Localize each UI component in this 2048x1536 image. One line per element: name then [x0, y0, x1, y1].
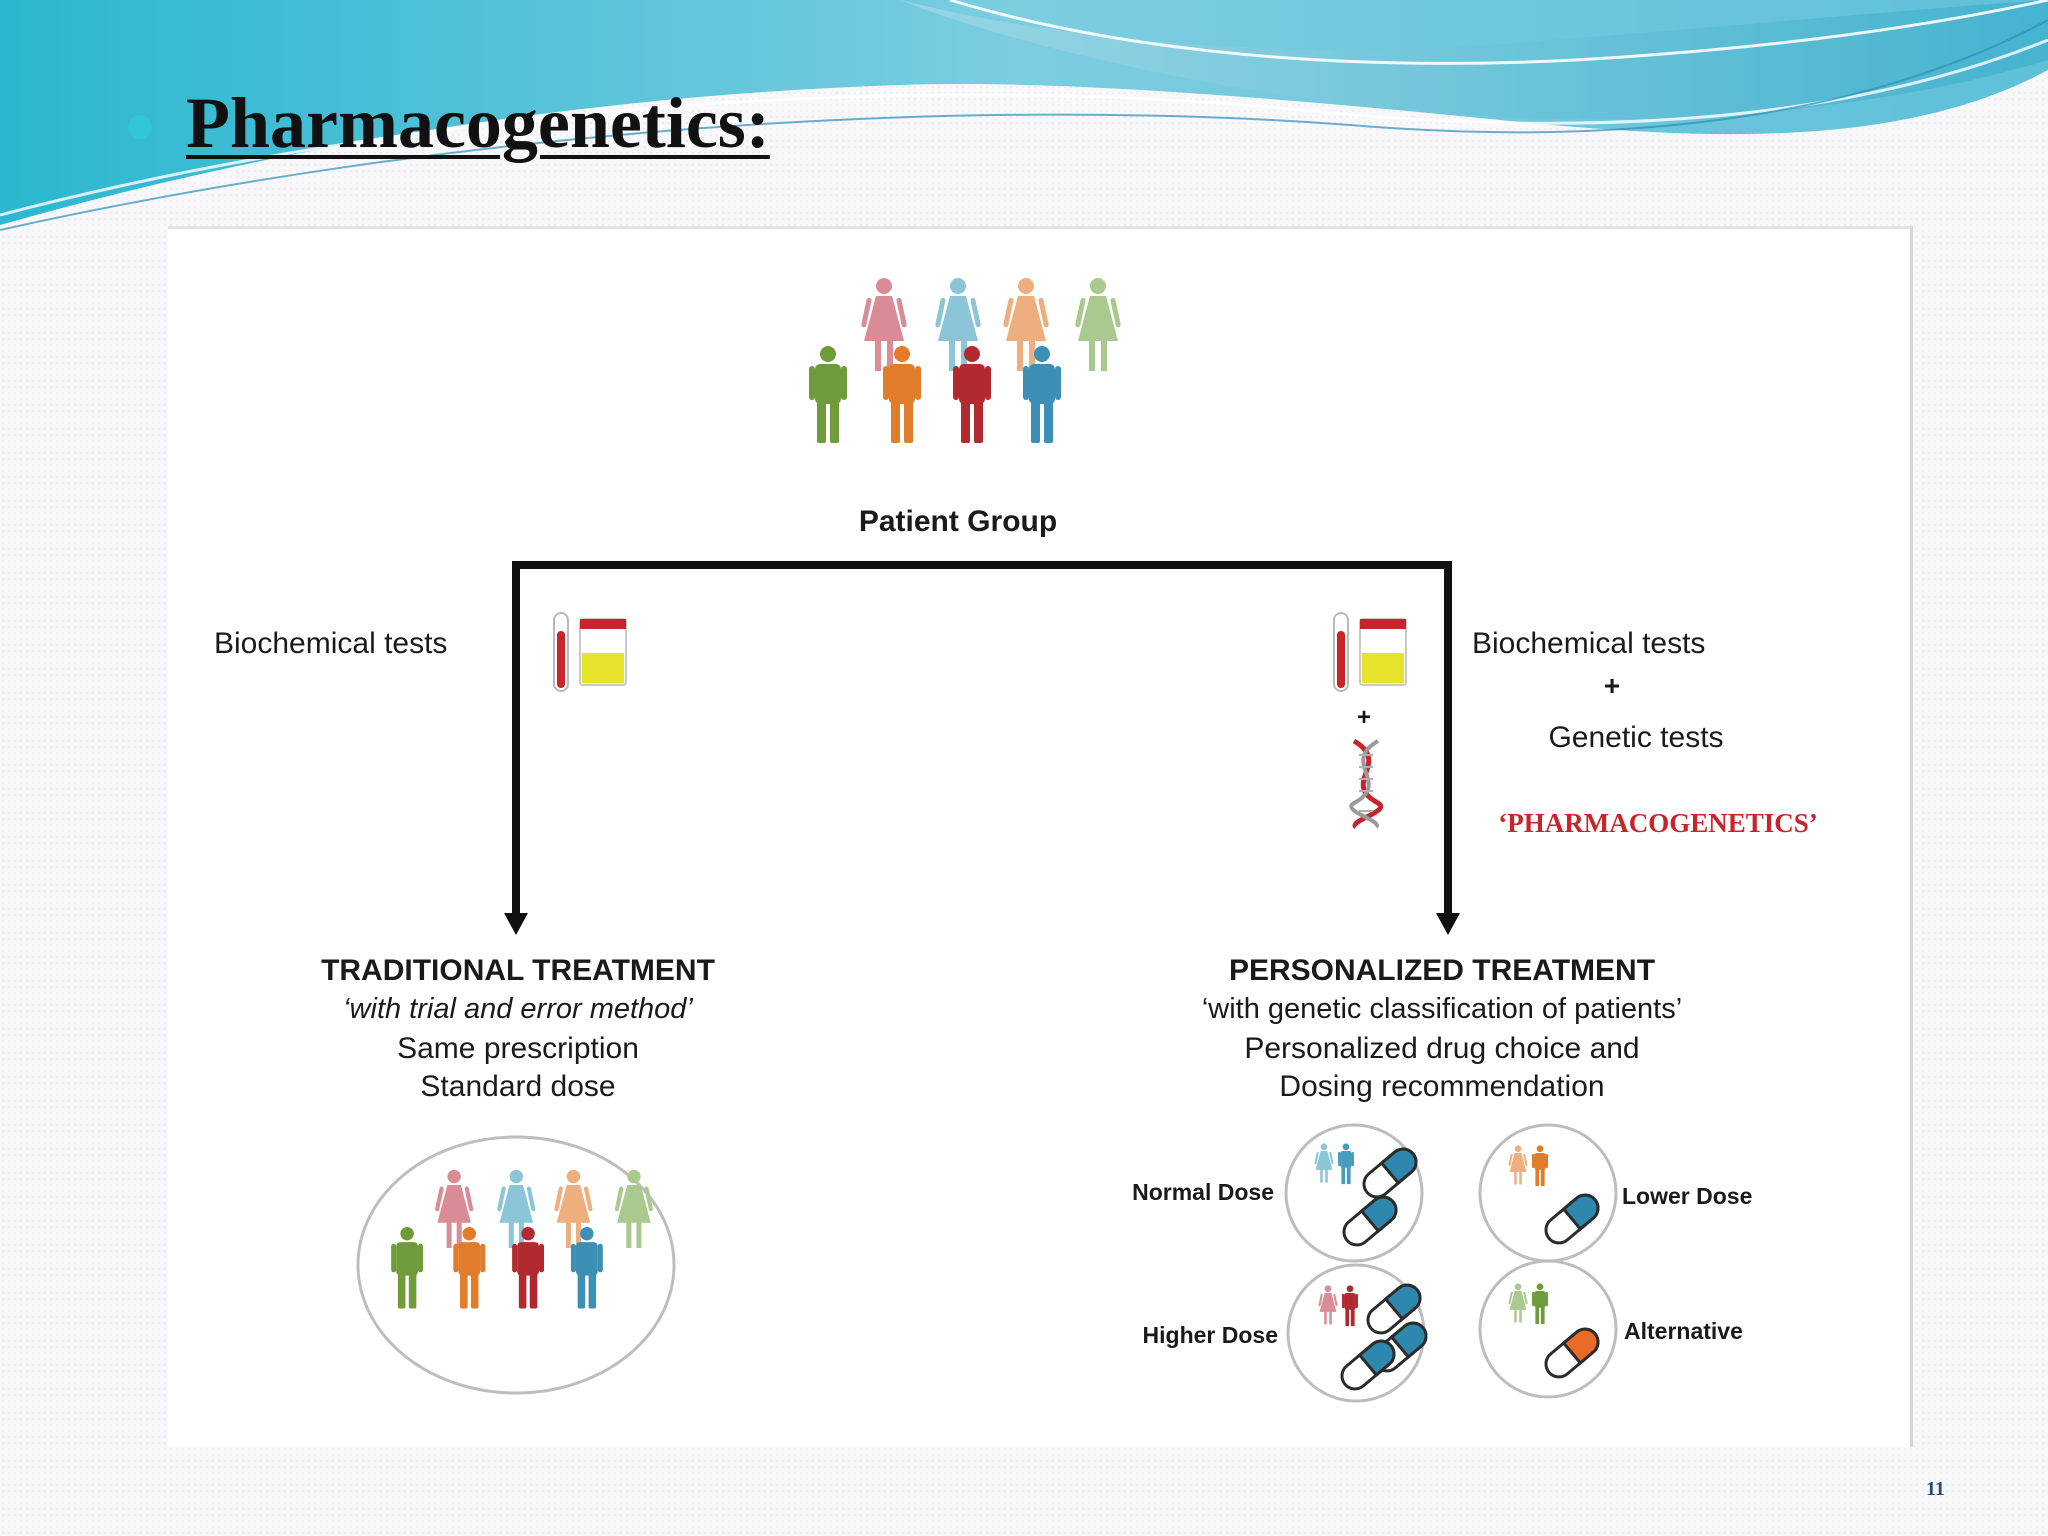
traditional-subtitle: ‘with trial and error method’ — [343, 993, 693, 1025]
woman-icon — [554, 1169, 593, 1248]
test-tube-icon — [1333, 612, 1349, 692]
pill-icon — [1544, 1193, 1600, 1245]
patient-group-icon — [391, 1169, 653, 1309]
man-icon — [1338, 1143, 1354, 1185]
diagram-canvas: Patient Group Biochemical tests + Bioche… — [214, 278, 1818, 1403]
man-icon — [1023, 346, 1061, 443]
pharmacogenetics-figure: Patient Group Biochemical tests + Bioche… — [168, 226, 1913, 1447]
patient-group-icon — [809, 278, 1121, 443]
pill-icon — [1342, 1195, 1398, 1247]
dna-icon — [1349, 738, 1384, 829]
pill-icon — [1340, 1339, 1396, 1391]
woman-icon — [1508, 1283, 1528, 1323]
personalized-line2: Dosing recommendation — [1279, 1070, 1604, 1103]
woman-icon — [1003, 278, 1049, 371]
slide-title: Pharmacogenetics: — [186, 83, 770, 163]
man-icon — [453, 1226, 486, 1309]
dose-label: Normal Dose — [1132, 1179, 1274, 1205]
traditional-line1: Same prescription — [397, 1032, 639, 1065]
woman-icon — [1318, 1285, 1338, 1325]
dose-label: Higher Dose — [1143, 1322, 1278, 1348]
dose-group-alternative: Alternative — [1478, 1259, 1743, 1399]
dose-label: Alternative — [1624, 1318, 1743, 1344]
man-icon — [1342, 1285, 1358, 1327]
left-down-arrow-icon — [504, 913, 528, 935]
woman-icon — [861, 278, 907, 371]
page-number: 11 — [1926, 1478, 1945, 1500]
woman-icon — [614, 1169, 653, 1248]
traditional-line2: Standard dose — [420, 1070, 615, 1103]
bullet-icon — [128, 115, 152, 139]
test-tube-icon — [553, 612, 569, 692]
woman-icon — [497, 1169, 536, 1248]
woman-icon — [435, 1169, 474, 1248]
left-tests-label: Biochemical tests — [214, 627, 447, 660]
personalized-heading: PERSONALIZED TREATMENT — [1229, 954, 1655, 987]
man-icon — [570, 1226, 603, 1309]
man-icon — [1532, 1145, 1548, 1187]
personalized-line1: Personalized drug choice and — [1244, 1032, 1639, 1065]
beaker-icon — [579, 618, 627, 686]
woman-icon — [1508, 1145, 1528, 1185]
header-wave-decoration — [0, 0, 2048, 231]
patient-group-label: Patient Group — [859, 505, 1057, 538]
man-icon — [391, 1226, 424, 1309]
personalized-subtitle: ‘with genetic classification of patients… — [1202, 993, 1682, 1025]
pill-icon — [1366, 1283, 1422, 1335]
man-icon — [512, 1226, 545, 1309]
right-down-arrow-icon — [1436, 913, 1460, 935]
man-icon — [1532, 1283, 1548, 1325]
man-icon — [809, 346, 847, 443]
pill-icon — [1362, 1147, 1418, 1199]
right-tests-line1: Biochemical tests — [1472, 627, 1705, 660]
right-tests-line2: Genetic tests — [1548, 721, 1723, 754]
dna-plus-sign: + — [1357, 704, 1371, 731]
man-icon — [953, 346, 991, 443]
man-icon — [883, 346, 921, 443]
woman-icon — [1314, 1143, 1334, 1183]
dose-group-lower: Lower Dose — [1478, 1123, 1752, 1263]
branch-connector — [512, 561, 1452, 917]
pharmacogenetics-label: ‘PHARMACOGENETICS’ — [1498, 808, 1818, 838]
dose-label: Lower Dose — [1622, 1183, 1752, 1209]
woman-icon — [1075, 278, 1121, 371]
dose-group-normal: Normal Dose — [1132, 1123, 1424, 1263]
woman-icon — [935, 278, 981, 371]
pill-icon — [1544, 1327, 1600, 1379]
traditional-heading: TRADITIONAL TREATMENT — [321, 954, 715, 987]
right-tests-plus: + — [1604, 670, 1620, 701]
beaker-icon — [1359, 618, 1407, 686]
dose-group-higher: Higher Dose — [1143, 1263, 1428, 1403]
